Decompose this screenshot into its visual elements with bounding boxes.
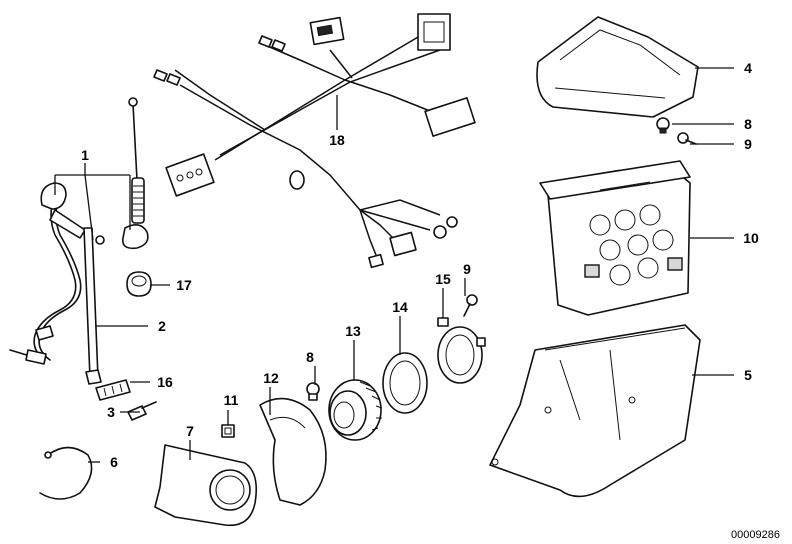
wiring-harness[interactable] — [153, 13, 476, 269]
leader-lines — [54, 67, 734, 463]
screw-8-lower[interactable] — [306, 382, 320, 401]
harness-connector-small — [389, 231, 417, 257]
cover-4[interactable] — [536, 16, 699, 118]
callout-5: 5 — [744, 367, 752, 383]
callout-17: 17 — [176, 277, 192, 293]
screw-9-upper[interactable] — [677, 132, 697, 145]
catalog-number: 00009286 — [731, 529, 780, 541]
callout-10: 10 — [743, 230, 759, 246]
screw-8-upper[interactable] — [656, 117, 670, 134]
screw-9-middle[interactable] — [463, 294, 478, 317]
speaker-13[interactable] — [328, 379, 383, 441]
callout-11: 11 — [224, 392, 239, 408]
callout-4: 4 — [744, 60, 752, 76]
callout-6: 6 — [110, 454, 118, 470]
callout-15: 15 — [435, 271, 451, 287]
harness-connector-right — [424, 97, 476, 137]
mounting-strap[interactable] — [83, 227, 102, 385]
clip-16[interactable] — [95, 379, 131, 401]
callout-18: 18 — [329, 132, 345, 148]
harness-connector-square — [417, 13, 451, 51]
nut-11[interactable] — [221, 424, 235, 438]
bolt-3[interactable] — [127, 401, 157, 421]
callout-14: 14 — [392, 299, 408, 315]
callout-9-middle: 9 — [463, 261, 471, 277]
callout-12: 12 — [263, 370, 279, 386]
holder-box-10[interactable] — [539, 160, 691, 316]
antenna[interactable] — [9, 97, 149, 365]
callout-16: 16 — [157, 374, 173, 390]
storage-tray-5[interactable] — [489, 324, 701, 498]
callout-3: 3 — [107, 404, 115, 420]
callout-13: 13 — [345, 323, 361, 339]
callout-1: 1 — [81, 147, 89, 163]
callout-7: 7 — [186, 423, 194, 439]
bracket-plate-7[interactable] — [154, 444, 258, 527]
grommet-17[interactable] — [126, 271, 152, 297]
speaker-ring-14[interactable] — [382, 352, 428, 414]
callout-labels: 1 2 3 4 5 6 7 8 8 9 9 10 11 12 13 14 15 … — [81, 60, 759, 470]
callout-9-upper: 9 — [744, 136, 752, 152]
callout-8-lower: 8 — [306, 349, 314, 365]
harness-connector-left — [165, 153, 215, 197]
speaker-shield-12[interactable] — [259, 397, 327, 506]
wire-ring-6[interactable] — [39, 446, 93, 500]
callout-8-upper: 8 — [744, 116, 752, 132]
retaining-ring-15[interactable] — [437, 317, 486, 384]
callout-2: 2 — [158, 318, 166, 334]
harness-grommet — [289, 170, 305, 190]
